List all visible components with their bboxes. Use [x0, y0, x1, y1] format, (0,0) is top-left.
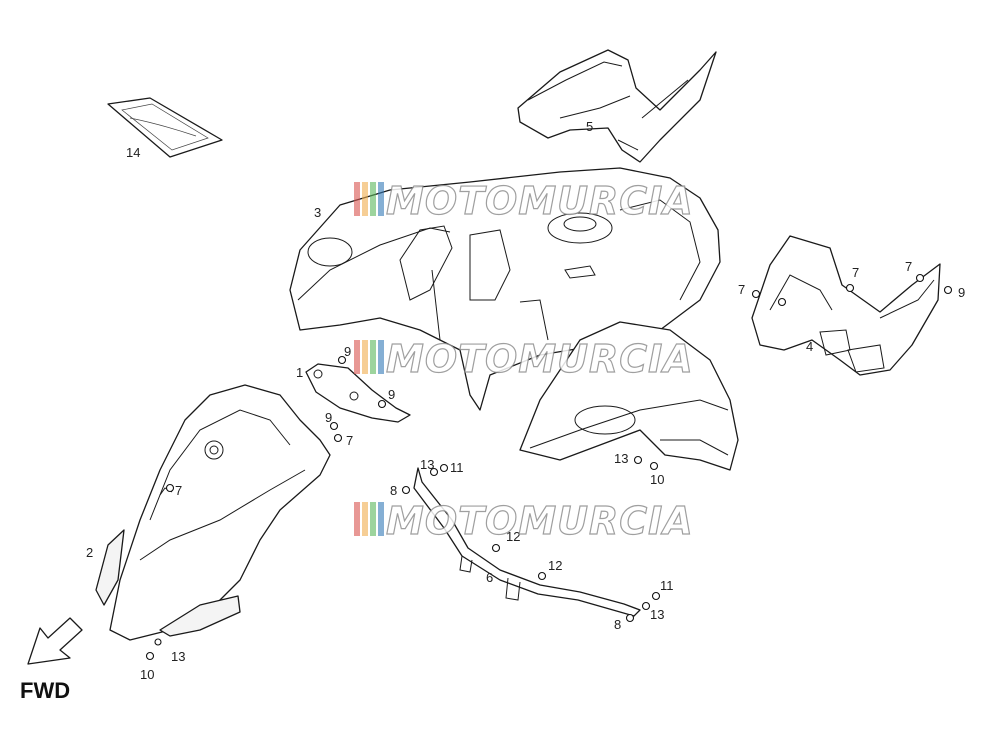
watermark-text: MOTOMURCIA	[386, 179, 694, 223]
callout-7: 7	[852, 265, 859, 280]
watermark-stripe	[378, 502, 384, 536]
watermark-stripe	[362, 182, 368, 216]
callout-7: 7	[346, 433, 353, 448]
callout-13: 13	[171, 649, 185, 664]
callout-4: 4	[806, 339, 813, 354]
callout-12: 12	[548, 558, 562, 573]
part-2-front-fascia	[95, 384, 331, 641]
fasteners	[145, 273, 953, 661]
callout-13: 13	[614, 451, 628, 466]
watermark-stripe	[378, 182, 384, 216]
callout-7: 7	[905, 259, 912, 274]
callout-13: 13	[420, 457, 434, 472]
callout-10: 10	[650, 472, 664, 487]
watermark-text: MOTOMURCIA	[386, 337, 694, 381]
part-3-rear-fender	[289, 167, 721, 411]
watermark-stripe	[354, 340, 360, 374]
fwd-label: FWD	[20, 678, 70, 703]
watermark-stripe	[362, 502, 368, 536]
part-3-front-fender-right	[519, 321, 739, 471]
callout-3: 3	[314, 205, 321, 220]
watermark-text: MOTOMURCIA	[386, 499, 694, 543]
watermark-stripe	[370, 502, 376, 536]
callout-14: 14	[126, 145, 140, 160]
callout-10: 10	[140, 667, 154, 682]
watermark-stripe	[370, 340, 376, 374]
callout-13: 13	[650, 607, 664, 622]
watermark-middle: MOTOMURCIA	[354, 336, 694, 382]
callout-7: 7	[175, 483, 182, 498]
callout-6: 6	[486, 570, 493, 585]
watermark-stripe	[354, 502, 360, 536]
callout-9: 9	[388, 387, 395, 402]
watermark-bottom: MOTOMURCIA	[354, 498, 694, 544]
part-6-mounting-bar	[413, 467, 641, 617]
watermark-stripe	[362, 340, 368, 374]
callout-5: 5	[586, 119, 593, 134]
watermark-stripe	[378, 340, 384, 374]
callout-8: 8	[614, 617, 621, 632]
callout-labels: 14 5 3 7 7 7 9 4 1 9 9 9 7 13 11 8 13 10…	[86, 119, 965, 682]
watermark-stripe	[370, 182, 376, 216]
callout-9: 9	[958, 285, 965, 300]
watermark-stripe	[354, 182, 360, 216]
callout-9: 9	[344, 344, 351, 359]
part-14-decal-sheet	[107, 97, 223, 158]
callout-9: 9	[325, 410, 332, 425]
part-5-upper-cover	[517, 49, 717, 163]
callout-2: 2	[86, 545, 93, 560]
callout-11: 11	[660, 578, 674, 593]
fwd-arrow	[27, 617, 83, 665]
watermark-top: MOTOMURCIA	[354, 178, 694, 224]
callout-7: 7	[738, 282, 745, 297]
callout-1: 1	[296, 365, 303, 380]
callout-11: 11	[450, 460, 464, 475]
callout-8: 8	[390, 483, 397, 498]
part-4-side-panel	[751, 235, 941, 376]
callout-12: 12	[506, 529, 520, 544]
